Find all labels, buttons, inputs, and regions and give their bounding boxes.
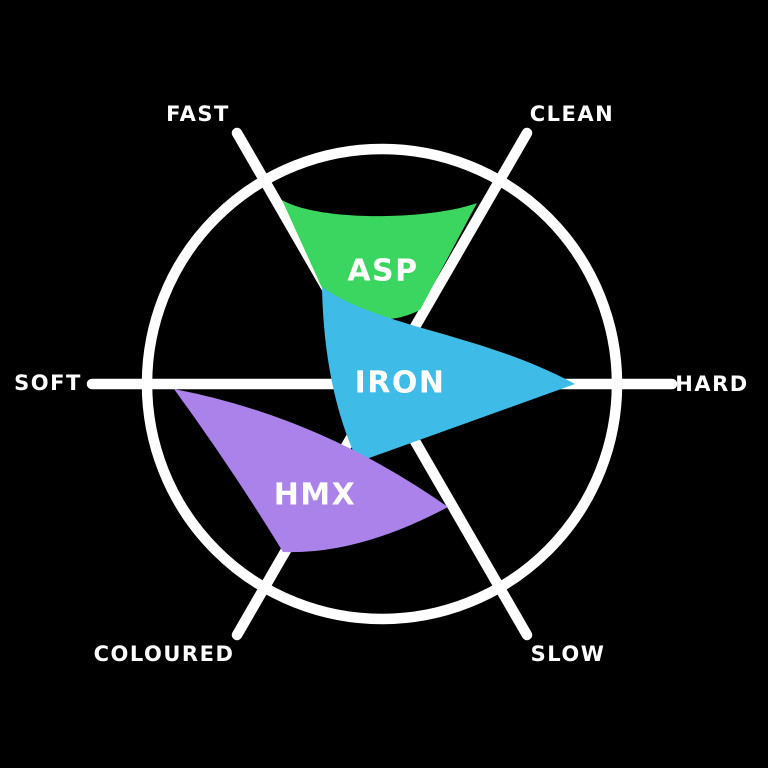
series-shape-asp bbox=[282, 200, 477, 320]
axis-label-fast: FAST bbox=[166, 102, 230, 126]
axis-label-slow: SLOW bbox=[531, 642, 606, 666]
series-shape-iron bbox=[322, 287, 575, 462]
axis-label-coloured: COLOURED bbox=[94, 642, 235, 666]
series-label-iron: IRON bbox=[355, 366, 446, 401]
radar-outline-circle bbox=[141, 143, 623, 625]
series-label-asp: ASP bbox=[347, 254, 418, 289]
axis-label-clean: CLEAN bbox=[530, 102, 614, 126]
axis-label-soft: SOFT bbox=[14, 371, 82, 395]
axis-label-hard: HARD bbox=[675, 372, 748, 396]
series-shape-hmx bbox=[174, 389, 448, 553]
series-label-hmx: HMX bbox=[274, 478, 357, 513]
